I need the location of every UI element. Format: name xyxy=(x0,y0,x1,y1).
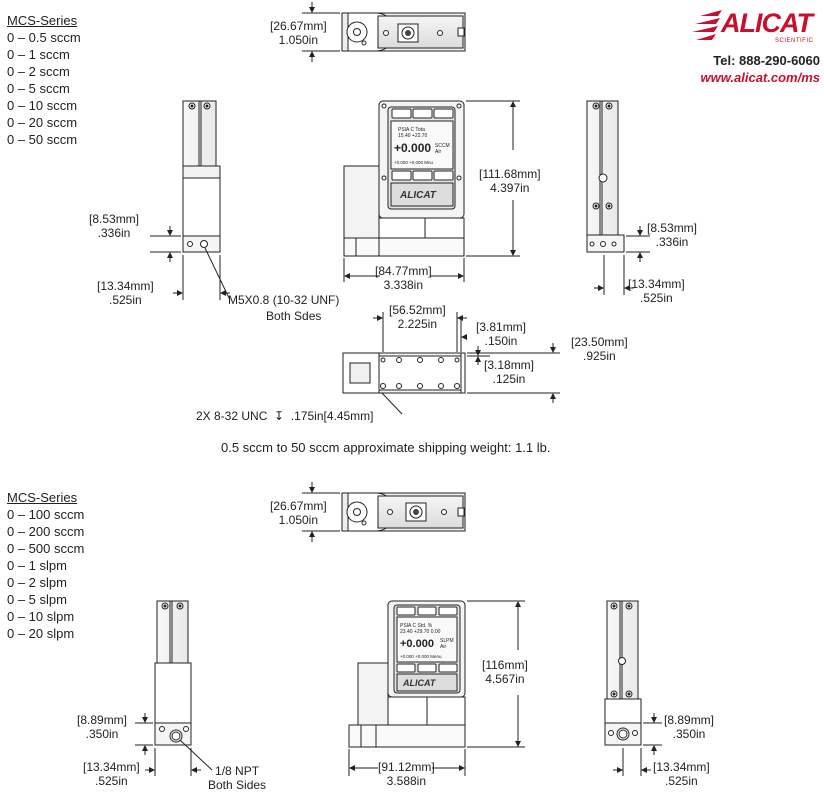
port-thread-note: 1/8 NPT Both Sides xyxy=(208,764,267,792)
dim-right-width: [13.34mm] .525in xyxy=(628,277,685,305)
dim-left-width: [13.34mm] .525in xyxy=(97,279,154,307)
dim-front-width: [84.77mm] 3.338in xyxy=(375,264,432,292)
svg-text:ALICAT: ALICAT xyxy=(402,678,437,688)
range-item: 0 – 5 slpm xyxy=(7,592,67,607)
depth-symbol-icon: ↧ xyxy=(270,409,288,423)
front-view-1 xyxy=(343,100,465,257)
dim-right-width: [13.34mm] .525in xyxy=(653,760,710,788)
svg-text:PSIA C Std. %: PSIA C Std. % xyxy=(400,623,433,629)
dim-left-port: [8.89mm] .350in xyxy=(77,713,128,741)
range-item: 0 – 0.5 sccm xyxy=(7,30,81,45)
dim-total-height: [111.68mm] 4.397in xyxy=(479,167,541,195)
brand-logo-sub: SCIENTIFIC xyxy=(775,38,814,44)
range-item: 0 – 20 sccm xyxy=(7,115,78,130)
svg-text:+0.000 +0.000 Mnu: +0.000 +0.000 Mnu xyxy=(394,160,434,165)
brand-website[interactable]: www.alicat.com/ms xyxy=(700,70,820,85)
right-side-view-2 xyxy=(604,600,642,746)
range-item: 0 – 2 sccm xyxy=(7,64,70,79)
port-thread-note-sides: Both Sdes xyxy=(266,309,322,323)
svg-text:+0.000: +0.000 xyxy=(400,638,434,650)
dim-base-depth: [23.50mm] .925in xyxy=(571,335,628,363)
series-heading: MCS-Series xyxy=(7,490,78,505)
dim-left-port: [8.53mm] .336in xyxy=(89,212,140,240)
dim-total-height: [116mm] 4.567in xyxy=(482,658,528,686)
dim-hole-span: [56.52mm] 2.225in xyxy=(389,303,446,331)
dim-base-offset: [3.18mm] .125in xyxy=(484,358,535,386)
series-heading: MCS-Series xyxy=(7,13,78,28)
svg-text:15.40 +22.70: 15.40 +22.70 xyxy=(398,133,428,139)
port-thread-note: M5X0.8 (10-32 UNF) xyxy=(228,293,340,307)
range-item: 0 – 1 slpm xyxy=(7,558,67,573)
left-side-view-1 xyxy=(182,100,221,253)
svg-text:Air: Air xyxy=(440,644,446,650)
range-list-bottom: MCS-Series 0 – 100 sccm 0 – 200 sccm 0 –… xyxy=(7,489,84,642)
range-list-top: MCS-Series 0 – 0.5 sccm 0 – 1 sccm 0 – 2… xyxy=(7,12,81,148)
range-item: 0 – 100 sccm xyxy=(7,507,85,522)
brand-logo: ALICAT xyxy=(721,8,813,38)
svg-text:ALICAT: ALICAT xyxy=(399,190,437,201)
range-item: 0 – 20 slpm xyxy=(7,626,75,641)
dim-right-port: [8.53mm] .336in xyxy=(647,221,698,249)
range-item: 0 – 50 sccm xyxy=(7,132,78,147)
dim-top-height: [26.67mm] 1.050in xyxy=(270,19,327,47)
svg-text:23.40 +29.70 0.00: 23.40 +29.70 0.00 xyxy=(400,629,441,635)
right-side-view-1 xyxy=(586,100,625,253)
top-view-2 xyxy=(341,492,466,532)
dim-hole-offset: [3.81mm] .150in xyxy=(476,320,527,348)
range-item: 0 – 2 slpm xyxy=(7,575,67,590)
brand-phone: Tel: 888-290-6060 xyxy=(713,53,820,68)
range-item: 0 – 200 sccm xyxy=(7,524,85,539)
dim-front-width: [91.12mm] 3.588in xyxy=(378,760,435,788)
svg-text:+0.000: +0.000 xyxy=(394,141,431,155)
dim-right-port: [8.89mm] .350in xyxy=(664,713,715,741)
range-item: 0 – 10 sccm xyxy=(7,98,78,113)
range-item: 0 – 5 sccm xyxy=(7,81,70,96)
top-view-1 xyxy=(341,12,466,52)
range-item: 0 – 500 sccm xyxy=(7,541,85,556)
svg-text:+0.000 +0.000 Menu: +0.000 +0.000 Menu xyxy=(400,654,442,659)
svg-text:Air: Air xyxy=(435,149,441,155)
svg-text:SCCM: SCCM xyxy=(435,143,450,149)
bottom-view-1 xyxy=(342,352,466,394)
range-item: 0 – 10 slpm xyxy=(7,609,75,624)
range-item: 0 – 1 sccm xyxy=(7,47,70,62)
svg-text:PSIA C Tota: PSIA C Tota xyxy=(398,127,425,133)
left-side-view-2 xyxy=(154,600,192,746)
shipping-weight-note: 0.5 sccm to 50 sccm approximate shipping… xyxy=(221,440,551,455)
dim-top-height: [26.67mm] 1.050in xyxy=(270,499,327,527)
mount-hole-note: 2X 8-32 UNC ↧ .175in[4.45mm] xyxy=(196,409,374,423)
front-view-2 xyxy=(348,600,466,748)
dim-left-width: [13.34mm] .525in xyxy=(83,760,140,788)
svg-text:SLPM: SLPM xyxy=(440,638,454,644)
